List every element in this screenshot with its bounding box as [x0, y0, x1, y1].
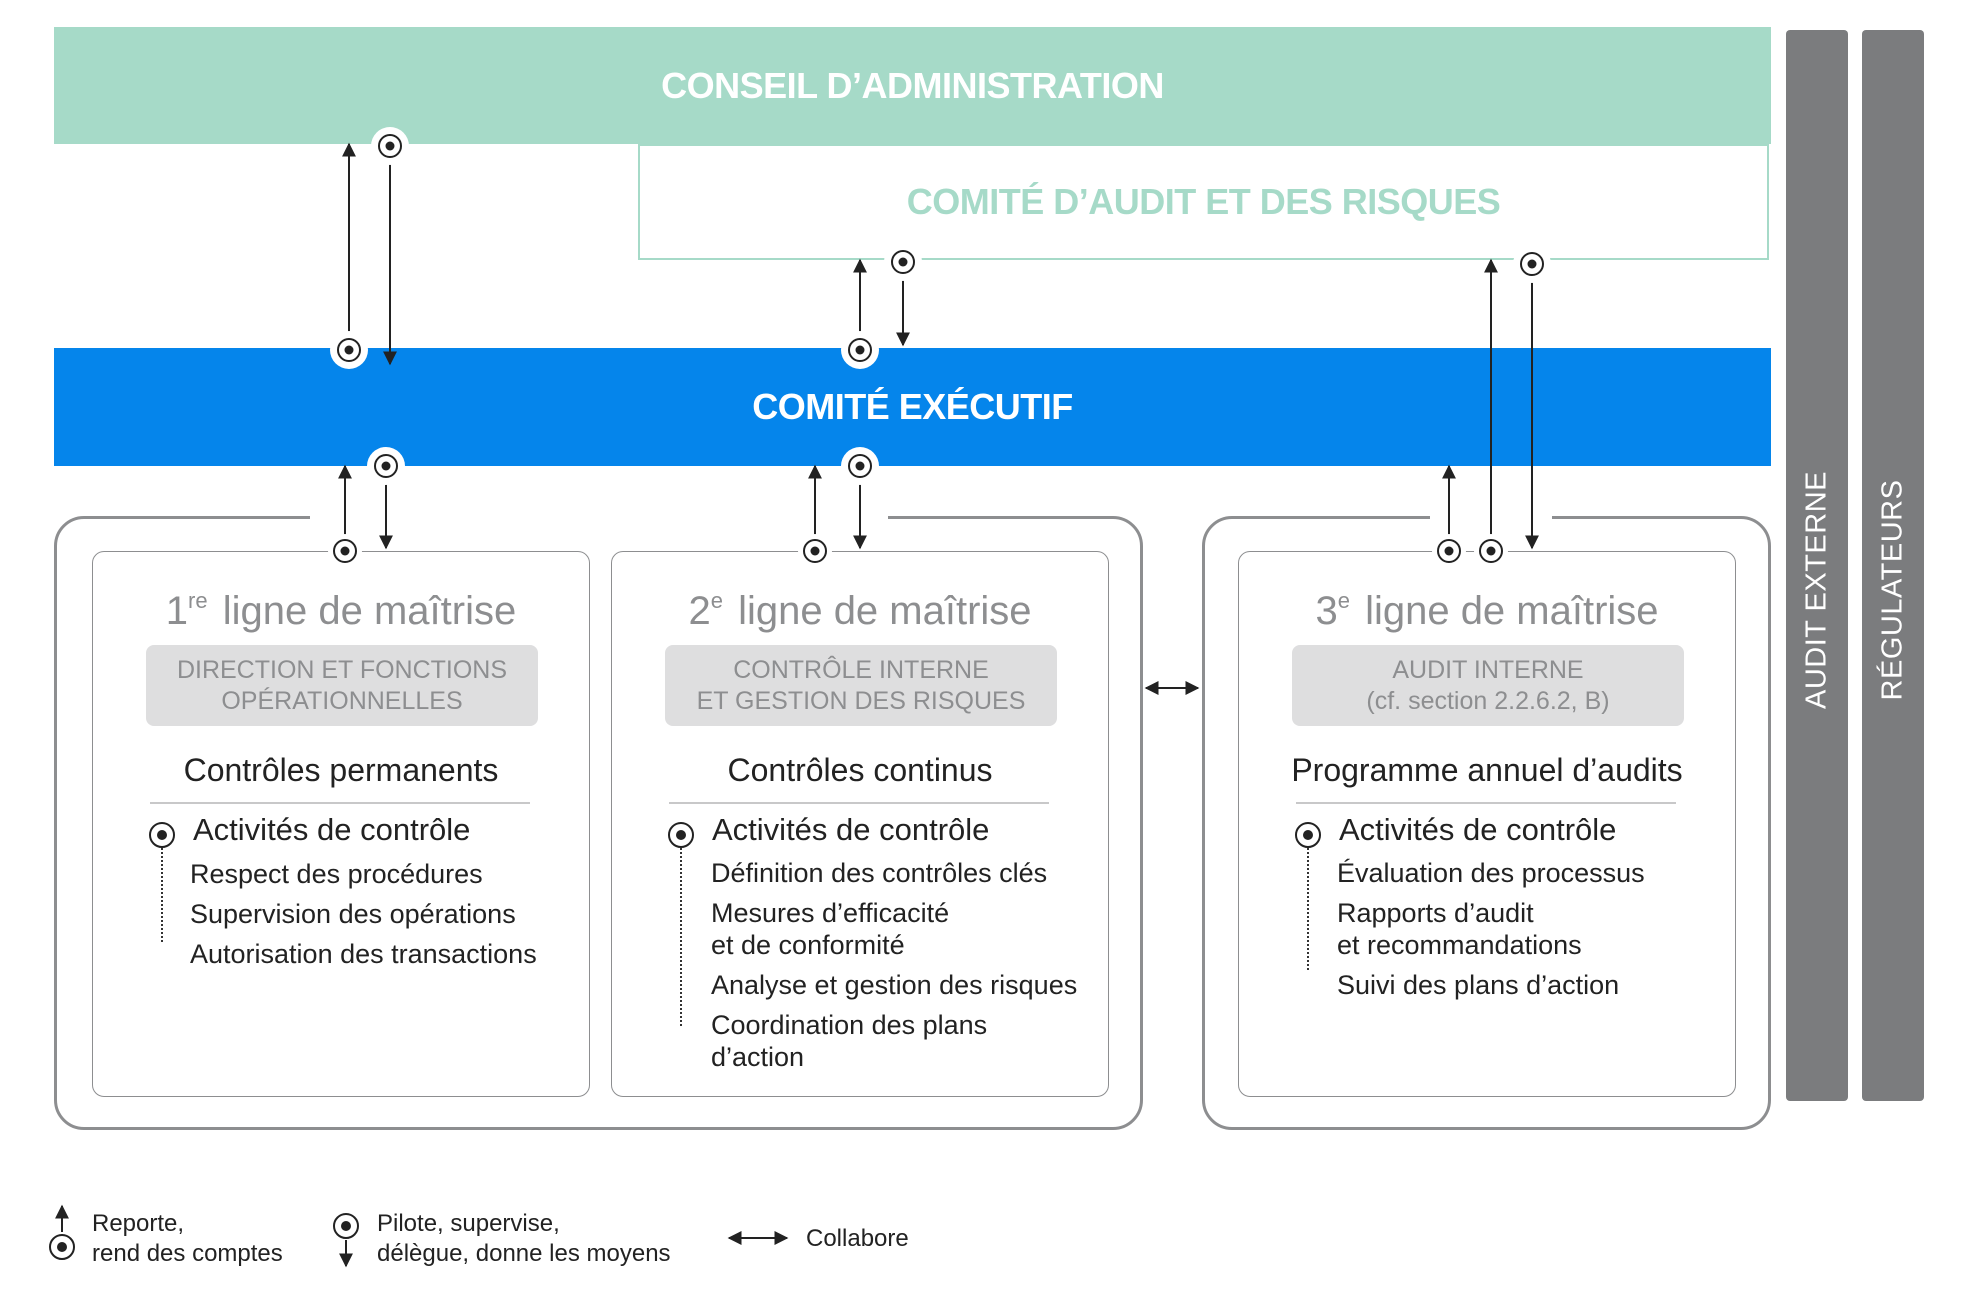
line-2-activities-title: Activités de contrôle: [712, 812, 990, 847]
executive-committee-band: COMITÉ EXÉCUTIF: [54, 348, 1771, 466]
board-of-directors-band: CONSEIL D’ADMINISTRATION: [54, 27, 1771, 144]
line-title-text: ligne de maîtrise: [1365, 589, 1659, 633]
legend-pilots-line: délègue, donne les moyens: [377, 1240, 671, 1267]
legend-reports: Reporte, rend des comptes: [92, 1209, 283, 1269]
function-line: CONTRÔLE INTERNE: [733, 655, 989, 684]
activity-item: Mesures d’efficacité: [711, 898, 950, 928]
activity-item: Supervision des opérations: [190, 899, 516, 929]
pilot-icon: [1513, 245, 1551, 283]
activity-item: Définition des contrôles clés: [711, 858, 1048, 888]
legend-reports-line: Reporte,: [92, 1210, 185, 1237]
pilot-icon: [371, 127, 409, 165]
activity-item: Évaluation des processus: [1337, 858, 1645, 888]
function-line: (cf. section 2.2.6.2, B): [1366, 686, 1610, 715]
divider: [669, 802, 1049, 804]
line-suffix: e: [710, 588, 723, 613]
line-number: 1: [165, 589, 189, 633]
legend-pilot-icon: [333, 1213, 359, 1268]
frame-gap: [310, 513, 888, 521]
line-1-card: 1re ligne de maîtrise DIRECTION ET FONCT…: [92, 551, 590, 1097]
activity-item: Suivi des plans d’action: [1337, 970, 1620, 1000]
legend-collaborates: Collabore: [806, 1225, 909, 1252]
pilot-icon: [367, 447, 405, 485]
line-suffix: e: [1337, 588, 1350, 613]
activity-item: Analyse et gestion des risques: [711, 970, 1078, 1000]
board-label: CONSEIL D’ADMINISTRATION: [661, 64, 1164, 106]
activity-marker-icon: [668, 822, 694, 848]
external-audit-bar: AUDIT EXTERNE: [1786, 30, 1848, 1101]
line-3-title: 3e ligne de maîtrise: [1239, 588, 1735, 634]
line-number: 2: [688, 589, 711, 633]
line-2-function-box: CONTRÔLE INTERNE ET GESTION DES RISQUES: [665, 645, 1057, 726]
activity-item: d’action: [711, 1042, 805, 1072]
line-3-card: 3e ligne de maîtrise AUDIT INTERNE (cf. …: [1238, 551, 1736, 1097]
activity-item: Respect des procédures: [190, 859, 483, 889]
legend-report-icon: [49, 1204, 75, 1260]
executive-committee-label: COMITÉ EXÉCUTIF: [752, 386, 1073, 427]
regulators-bar: RÉGULATEURS: [1862, 30, 1924, 1101]
line-suffix: re: [188, 588, 208, 613]
legend-pilots-line: Pilote, supervise,: [377, 1210, 560, 1237]
activity-item: Autorisation des transactions: [190, 939, 537, 969]
line-1-activities-title: Activités de contrôle: [193, 812, 471, 847]
function-line: DIRECTION ET FONCTIONS: [176, 655, 508, 684]
line-number: 3: [1315, 589, 1338, 633]
divider: [150, 802, 530, 804]
line-2-card: 2e ligne de maîtrise CONTRÔLE INTERNE ET…: [611, 551, 1109, 1097]
report-icon: [798, 534, 832, 568]
pilot-icon: [841, 447, 879, 485]
report-icon: [841, 331, 879, 369]
line-1-control-type: Contrôles permanents: [183, 752, 499, 788]
legend-pilots: Pilote, supervise, délègue, donne les mo…: [377, 1209, 671, 1269]
activity-item: Coordination des plans: [711, 1010, 988, 1040]
activity-item: Rapports d’audit: [1337, 898, 1534, 928]
activity-item: et de conformité: [711, 930, 905, 960]
line-2-control-type: Contrôles continus: [727, 752, 993, 788]
audit-committee-label: COMITÉ D’AUDIT ET DES RISQUES: [906, 181, 1501, 222]
line-title-text: ligne de maîtrise: [222, 589, 517, 633]
line-3-function-box: AUDIT INTERNE (cf. section 2.2.6.2, B): [1292, 645, 1684, 726]
activity-marker-icon: [1295, 822, 1321, 848]
divider: [1296, 802, 1676, 804]
line-1-function-box: DIRECTION ET FONCTIONS OPÉRATIONNELLES: [146, 645, 538, 726]
line-2-title: 2e ligne de maîtrise: [612, 588, 1108, 634]
report-icon: [330, 331, 368, 369]
legend-reports-line: rend des comptes: [92, 1240, 283, 1267]
audit-risk-committee-band: COMITÉ D’AUDIT ET DES RISQUES: [638, 144, 1769, 260]
pilot-icon: [884, 243, 922, 281]
function-line: AUDIT INTERNE: [1392, 655, 1584, 684]
function-line: ET GESTION DES RISQUES: [696, 686, 1026, 715]
line-3-control-type: Programme annuel d’audits: [1291, 752, 1683, 788]
report-icon: [1432, 534, 1466, 568]
report-icon: [328, 534, 362, 568]
dotted-connector: [680, 840, 682, 1026]
line-1-title: 1re ligne de maîtrise: [93, 588, 589, 634]
activity-item: et recommandations: [1337, 930, 1582, 960]
dotted-connector: [1307, 840, 1309, 970]
activity-marker-icon: [149, 822, 175, 848]
report-icon: [1474, 534, 1508, 568]
line-title-text: ligne de maîtrise: [738, 589, 1032, 633]
function-line: OPÉRATIONNELLES: [221, 686, 463, 715]
dotted-connector: [161, 840, 163, 942]
line-3-activities-title: Activités de contrôle: [1339, 812, 1617, 847]
